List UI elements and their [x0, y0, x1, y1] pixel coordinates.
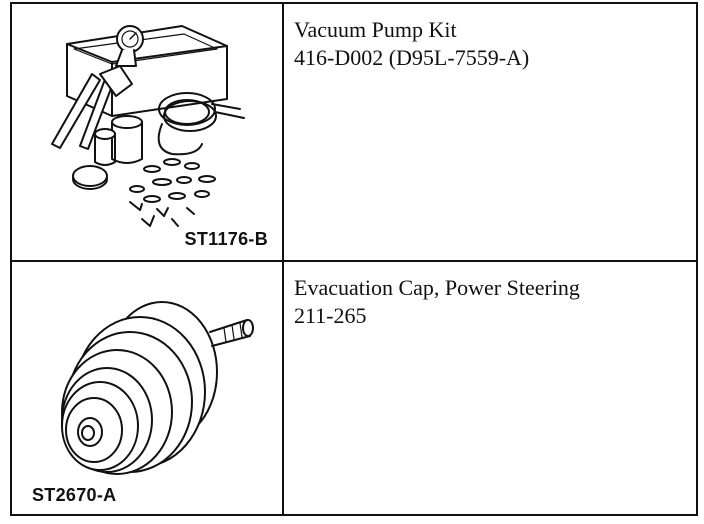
tool-number: 416-D002 (D95L-7559-A) — [294, 45, 530, 70]
tool-name: Evacuation Cap, Power Steering — [294, 275, 580, 300]
figure-code: ST1176-B — [184, 229, 268, 249]
tool-description-cell: Vacuum Pump Kit 416-D002 (D95L-7559-A) — [282, 2, 698, 262]
special-tools-table: ST1176-B Vacuum Pump Kit 416-D002 (D95L-… — [10, 2, 698, 516]
table-row: ST2670-A Evacuation Cap, Power Steering … — [10, 260, 698, 516]
tool-number: 211-265 — [294, 303, 367, 328]
tool-description-cell: Evacuation Cap, Power Steering 211-265 — [282, 260, 698, 516]
tool-illustration-cell: ST1176-B — [10, 2, 284, 262]
vacuum-pump-kit-icon — [51, 25, 245, 227]
evacuation-cap-icon — [61, 301, 254, 475]
tool-illustration-cell: ST2670-A — [10, 260, 284, 516]
figure-code: ST2670-A — [32, 485, 117, 505]
table-row: ST1176-B Vacuum Pump Kit 416-D002 (D95L-… — [10, 2, 698, 262]
tool-name: Vacuum Pump Kit — [294, 17, 457, 42]
